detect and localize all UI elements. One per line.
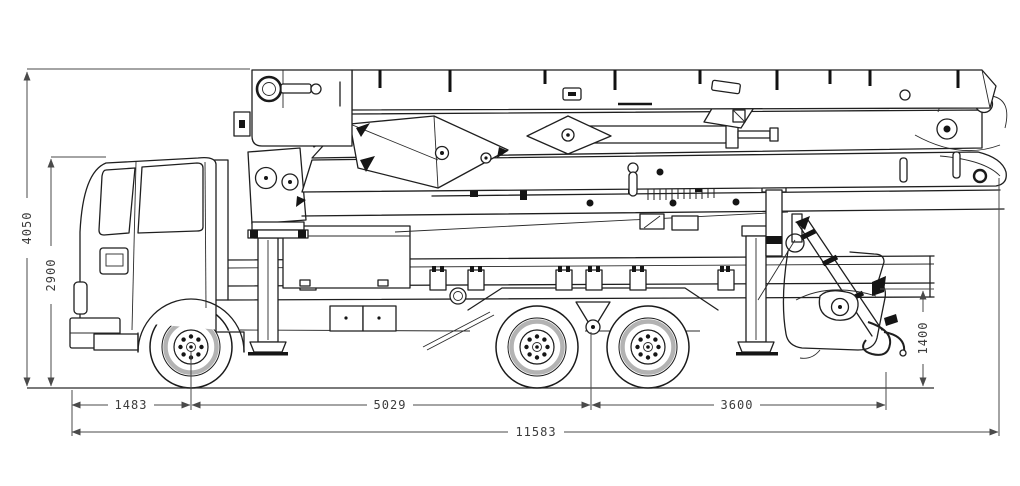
concrete-hopper (782, 233, 907, 359)
windshield (98, 167, 136, 236)
dim-overall-length: 11583 (71, 424, 999, 439)
dim-label-1400: 1400 (916, 322, 930, 355)
dim-rear-clearance: 1400 (916, 290, 930, 387)
rear-wheel-2 (606, 305, 690, 389)
dim-label-2900: 2900 (44, 259, 58, 292)
front-wheel (149, 305, 233, 389)
front-outrigger (248, 227, 288, 356)
dim-label-1483: 1483 (115, 398, 148, 412)
dim-front-overhang: 1483 (71, 397, 191, 412)
headlamp (73, 281, 88, 315)
tool-box (329, 305, 397, 332)
cab-step (93, 333, 139, 351)
door-handle-pocket (99, 247, 129, 275)
fuel-cap (449, 287, 467, 305)
dim-label-4050: 4050 (20, 212, 34, 245)
boom-turret (247, 147, 309, 239)
dim-label-3600: 3600 (721, 398, 754, 412)
front-wheel-arch (137, 298, 245, 353)
dim-label-5029: 5029 (374, 398, 407, 412)
rear-wheel-1 (495, 305, 579, 389)
boom-section-1 (233, 69, 997, 147)
dim-cab-height: 2900 (44, 158, 58, 387)
dim-label-11583: 11583 (515, 425, 556, 439)
boom-section-2 (290, 78, 1008, 189)
dim-rear-span: 3600 (591, 397, 886, 412)
rear-support-frame (757, 213, 883, 337)
dim-wheelbase: 5029 (191, 397, 591, 412)
dimension-annotations: 4050 2900 1400 1483 5029 3600 (20, 68, 1000, 439)
dim-overall-height: 4050 (20, 71, 34, 387)
door-window (137, 162, 204, 234)
truck-cab (69, 156, 245, 353)
boom-assembly (233, 69, 1008, 257)
